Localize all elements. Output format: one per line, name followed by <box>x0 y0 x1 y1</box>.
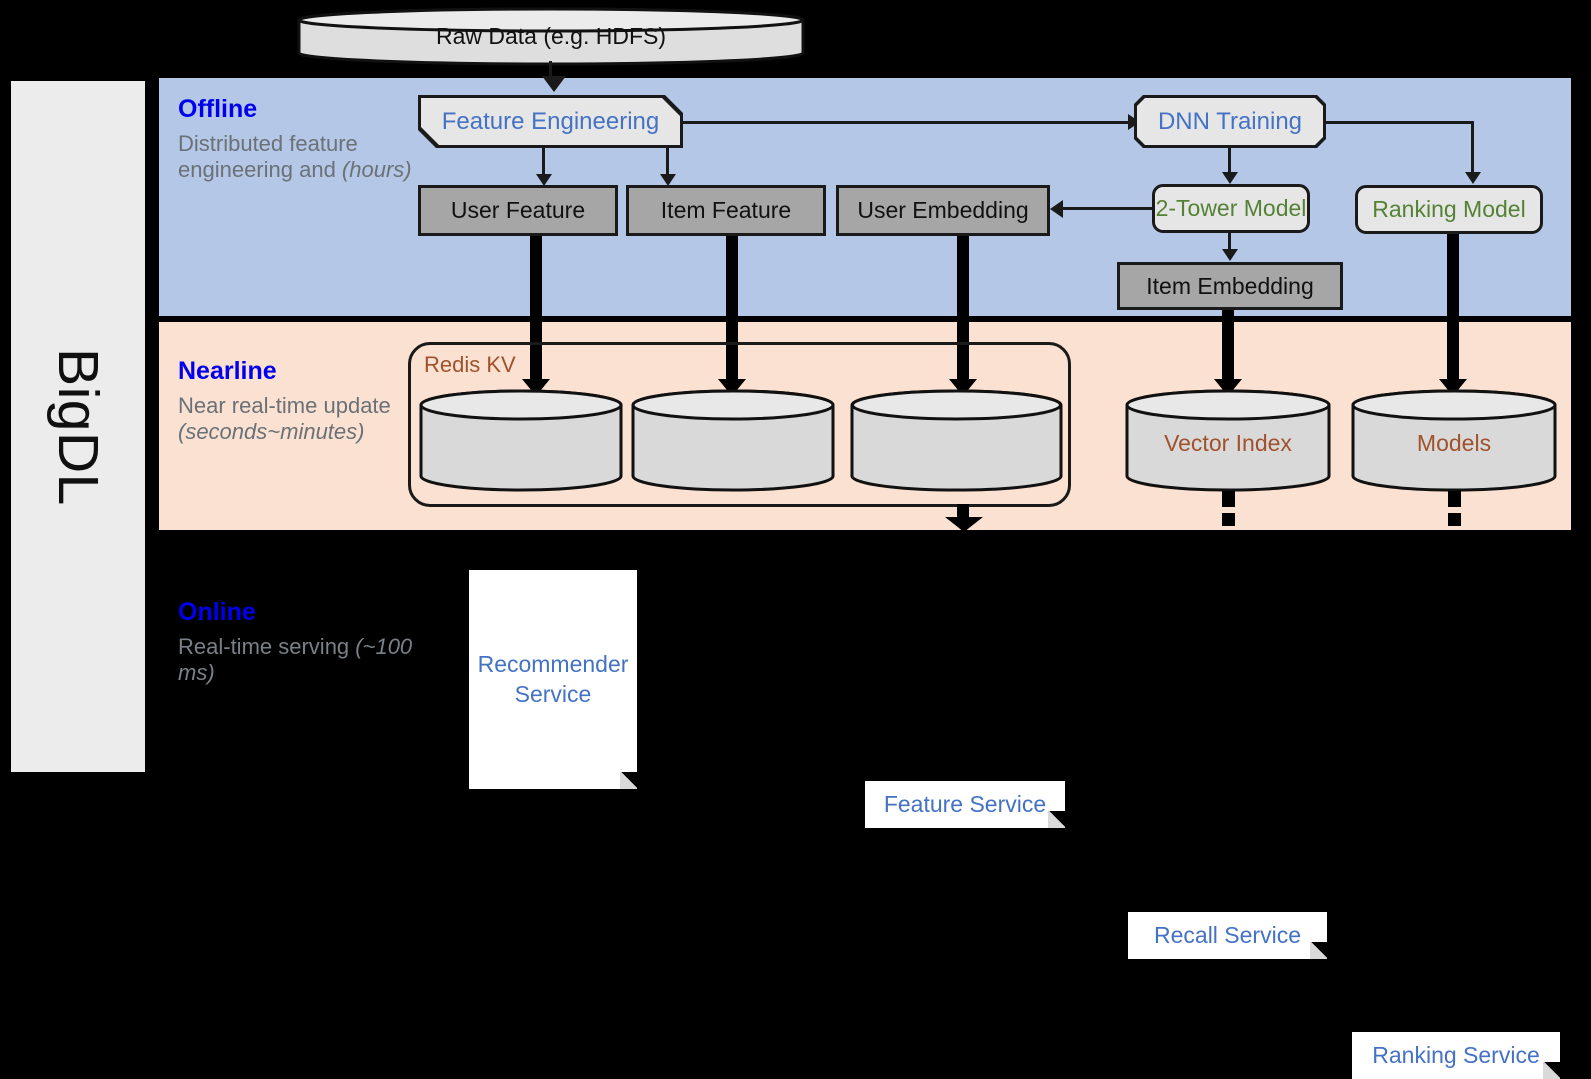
pipe-userfeature-kv <box>530 236 542 382</box>
pipe-rankingmodel-models <box>1447 234 1459 382</box>
connector-dnn-ranking-v <box>1471 121 1474 175</box>
ranking-service-node[interactable]: Ranking Service <box>1352 1032 1560 1079</box>
arrowhead-dnn-ranking <box>1465 172 1481 184</box>
ranking-model-label: Ranking Model <box>1372 196 1526 222</box>
connector-dnn-twotower <box>1228 148 1231 175</box>
recall-service-label: Recall Service <box>1154 922 1301 948</box>
raw-data-store: Raw Data (e.g. HDFS) <box>296 6 806 67</box>
redis-store-item-feature[interactable] <box>630 388 836 493</box>
item-embedding-node[interactable]: Item Embedding <box>1117 262 1343 310</box>
nearline-caption: Nearline Near real-time update (seconds~… <box>178 357 413 445</box>
ranking-service-label: Ranking Service <box>1372 1042 1540 1068</box>
nearline-description: Near real-time update (seconds~minutes) <box>178 393 391 444</box>
bigdl-label: BigDL <box>46 347 110 506</box>
recall-service-node[interactable]: Recall Service <box>1128 912 1327 959</box>
offline-title: Offline <box>178 95 258 123</box>
vector-index-store[interactable]: Vector Index <box>1124 388 1332 493</box>
redis-kv-label: Redis KV <box>424 352 516 377</box>
arrowhead-fe-userfeature <box>536 174 552 186</box>
offline-description: Distributed feature engineering and (hou… <box>178 131 412 182</box>
online-title: Online <box>178 598 256 626</box>
bigdl-platform-rail: BigDL <box>8 78 148 775</box>
feature-service-label: Feature Service <box>883 791 1047 817</box>
connector-fe-itemfeature <box>666 148 669 176</box>
feature-engineering-label: Feature Engineering <box>441 107 660 135</box>
pipe-itemembedding-vectorindex <box>1222 310 1234 382</box>
redis-store-user-embedding[interactable] <box>849 388 1064 493</box>
two-tower-model-label: 2-Tower Model <box>1155 195 1307 221</box>
pipe-redis-featureservice <box>957 504 969 520</box>
raw-data-label: Raw Data (e.g. HDFS) <box>435 23 667 49</box>
pipe-userembedding-kv <box>957 236 969 382</box>
dnn-training-node[interactable]: DNN Training <box>1134 95 1326 148</box>
ranking-model-node[interactable]: Ranking Model <box>1355 185 1543 234</box>
arrowhead-twotower-userembedding <box>1050 200 1063 218</box>
online-band <box>159 536 1571 789</box>
arrowhead-dnn-twotower <box>1222 172 1238 184</box>
recommender-service-label: Recommender Service <box>477 651 629 707</box>
vector-index-label: Vector Index <box>1164 430 1292 456</box>
two-tower-model-node[interactable]: 2-Tower Model <box>1152 184 1310 233</box>
arrowhead-redis-featureservice <box>945 517 983 532</box>
connector-fe-userfeature <box>542 148 545 176</box>
models-label: Models <box>1416 430 1492 456</box>
feature-service-node[interactable]: Feature Service <box>865 781 1065 828</box>
pipe-models-rankingservice <box>1448 491 1461 507</box>
pipe-itemfeature-kv <box>726 236 738 382</box>
nearline-title: Nearline <box>178 357 277 385</box>
connector-twotower-itemembedding <box>1228 233 1231 251</box>
user-feature-label: User Feature <box>450 197 586 223</box>
models-store[interactable]: Models <box>1350 388 1558 493</box>
pipe-vectorindex-recallservice-dot <box>1222 513 1235 526</box>
document-fold-corner <box>620 772 637 789</box>
dnn-training-label: DNN Training <box>1157 107 1303 135</box>
redis-store-user-feature[interactable] <box>418 388 624 493</box>
feature-engineering-node[interactable]: Feature Engineering <box>418 95 683 148</box>
online-description: Real-time serving (~100 ms) <box>178 634 413 685</box>
item-feature-node[interactable]: Item Feature <box>626 185 826 236</box>
user-feature-node[interactable]: User Feature <box>418 185 618 236</box>
redis-kv-container <box>408 342 1071 507</box>
connector-fe-dnn <box>683 121 1131 124</box>
user-embedding-node[interactable]: User Embedding <box>836 185 1050 236</box>
connector-twotower-userembedding <box>1062 207 1154 210</box>
connector-rawdata-fe <box>549 61 552 79</box>
user-embedding-label: User Embedding <box>857 197 1029 223</box>
offline-caption: Offline Distributed feature engineering … <box>178 95 413 183</box>
arrowhead-twotower-itemembedding <box>1222 249 1238 261</box>
arrowhead-rawdata-fe <box>542 76 566 92</box>
arrowhead-fe-itemfeature <box>660 174 676 186</box>
cylinder-shape <box>297 7 805 66</box>
recommender-service-node[interactable]: Recommender Service <box>469 570 637 789</box>
item-feature-label: Item Feature <box>660 197 792 223</box>
online-caption: Online Real-time serving (~100 ms) <box>178 598 413 686</box>
pipe-models-rankingservice-dot <box>1448 513 1461 526</box>
diagram-canvas: BigDL Offline Distributed feature engine… <box>8 6 1571 1079</box>
item-embedding-label: Item Embedding <box>1146 272 1314 299</box>
connector-dnn-ranking-h <box>1326 121 1474 124</box>
pipe-vectorindex-recallservice <box>1222 491 1235 507</box>
document-shape <box>469 570 637 789</box>
